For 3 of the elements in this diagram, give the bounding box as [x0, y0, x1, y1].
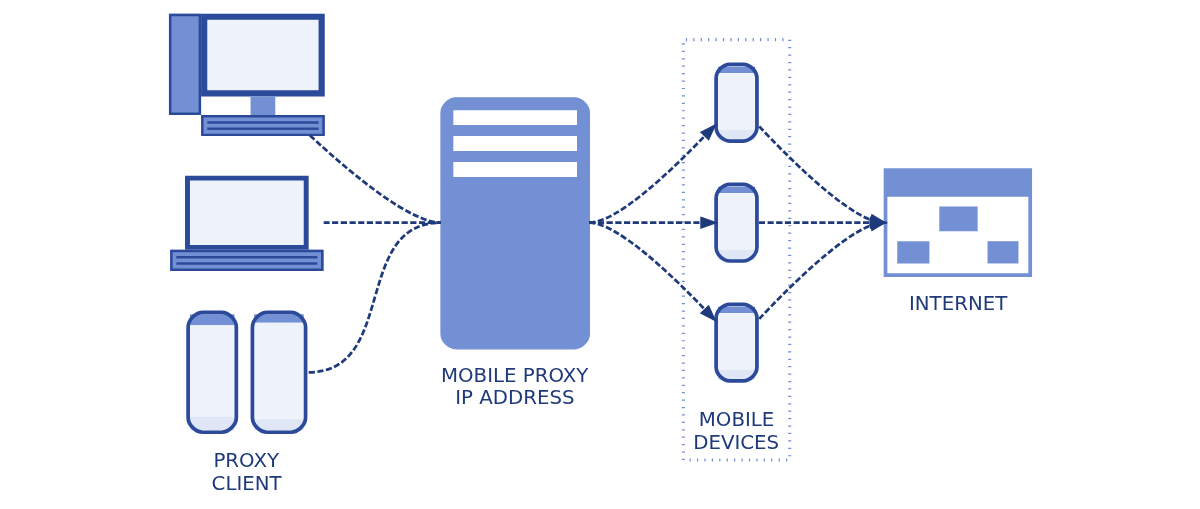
- node-label: MOBILE PROXY IP ADDRESS: [440, 363, 588, 410]
- node-label: INTERNET: [908, 292, 1007, 316]
- node-label: PROXY CLIENT: [211, 449, 282, 495]
